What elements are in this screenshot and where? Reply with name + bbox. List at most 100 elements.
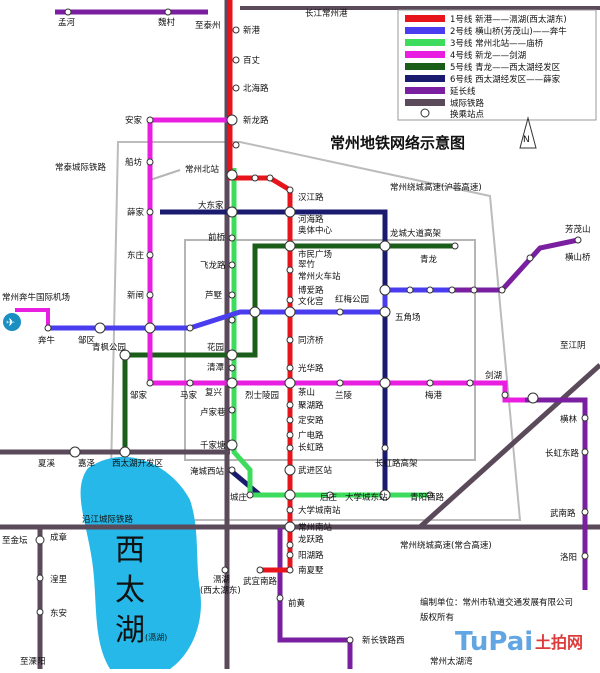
station-fangmaoshan: 芳茂山 xyxy=(565,224,591,235)
station-dingan: 定安路 xyxy=(298,415,324,426)
line1-path xyxy=(227,0,293,573)
station-luoyang: 洛阳 xyxy=(560,552,577,563)
station-fuxing: 复兴 xyxy=(205,387,223,398)
station-jianhu: 剑湖 xyxy=(485,370,502,381)
station-qingtan: 清潭 xyxy=(207,362,225,373)
hw-longcheng-label: 龙城大道高架 xyxy=(390,228,442,239)
station-maojia: 马家 xyxy=(180,390,198,401)
station-changhong-e: 长虹东路 xyxy=(545,448,580,459)
station-menghe: 孟河 xyxy=(58,17,76,28)
legend-line3: 3号线 常州北站——庙桥 xyxy=(450,38,544,49)
station-yancheng: 淹城西站 xyxy=(190,466,225,477)
station-xiaxi: 夏溪 xyxy=(38,458,56,469)
station-anjia: 安家 xyxy=(125,115,143,126)
station-zhangjiaxian: 邹家 xyxy=(130,390,148,401)
station-qianjiatang: 千家塘 xyxy=(200,440,226,451)
station-zhengqu: 邹区 xyxy=(78,335,96,346)
publisher-line2: 版权所有 xyxy=(420,612,454,623)
station-daxuecheng-nan: 大学城南站 xyxy=(298,505,341,516)
station-aotizhongxin: 奥体中心 xyxy=(298,225,333,236)
hw-yanjiang-label: 沿江城际铁路 xyxy=(82,514,134,525)
station-zhijiangyin: 至江阴 xyxy=(560,341,586,351)
station-gehu-sub: (西太湖东) xyxy=(200,585,241,596)
station-xingang: 新港 xyxy=(243,25,261,36)
station-cuizhu: 翠竹 xyxy=(298,259,316,270)
station-huangli: 湟里 xyxy=(50,574,68,585)
station-longyuelu: 龙跃路 xyxy=(298,534,324,545)
station-wujinqu2: 武进区站 xyxy=(298,465,333,476)
station-nanxiashu: 南夏墅 xyxy=(298,565,324,576)
svg-text:TuPai: TuPai xyxy=(455,627,533,657)
station-xinmin: 新闸 xyxy=(127,290,144,301)
station-xinlonglu: 新龙路 xyxy=(243,115,269,126)
station-guanghualu: 光华路 xyxy=(298,363,324,374)
station-lujiaxiang: 卢家巷 xyxy=(200,407,226,418)
station-gehu: 滆湖 xyxy=(213,575,230,585)
station-benniu: 奔牛 xyxy=(38,335,56,346)
port-label: 长江常州港 xyxy=(305,8,348,19)
station-bowulu: 博爱路 xyxy=(298,285,324,296)
station-guangdianlu: 广电路 xyxy=(298,430,324,441)
station-lanling: 兰陵 xyxy=(335,390,353,401)
line3-path xyxy=(231,168,430,498)
legend-line6: 6号线 西太湖经发区——薛家 xyxy=(450,74,561,85)
watermark-logo: TuPai 土拍网 xyxy=(455,627,583,657)
hw-north-label: 常州绕城高速(沪蓉高速) xyxy=(390,182,482,193)
station-xuejia: 薛家 xyxy=(127,207,145,218)
legend-line2: 2号线 横山桥(芳茂山)——奔牛 xyxy=(450,26,567,37)
station-hengshanqiao: 横山桥 xyxy=(565,252,591,263)
station-jiaze: 嘉泽 xyxy=(78,458,96,469)
station-dadongmen: 大东家 xyxy=(198,200,224,211)
station-xitaihu-jfq: 西太湖开发区 xyxy=(112,458,164,469)
station-yanghulu: 阳湖路 xyxy=(298,550,324,561)
hw-changhong-label: 长虹路高架 xyxy=(375,458,418,469)
legend-rail: 城际铁路 xyxy=(450,98,485,109)
station-qingfenggongyuan: 青枫公园 xyxy=(92,342,126,353)
publisher-line1: 编制单位：常州市轨道交通发展有限公司 xyxy=(420,597,573,608)
station-wuyan: 武南路 xyxy=(550,508,576,519)
airplane-icon: ✈ xyxy=(3,313,21,331)
map-title: 常州地铁网络示意图 xyxy=(330,134,465,152)
hw-south-label: 常州绕城高速(常合高速) xyxy=(400,540,492,551)
legend: 1号线 新港——滆湖(西太湖东) 2号线 横山桥(芳茂山)——奔牛 3号线 常州… xyxy=(397,9,597,121)
grey-roads xyxy=(108,141,522,521)
station-chengzhang: 成章 xyxy=(50,532,68,543)
station-qianhuang: 前黄 xyxy=(288,598,306,609)
station-feilong: 飞龙路 xyxy=(200,260,226,271)
station-zhiliyang: 至溧阳 xyxy=(20,656,46,667)
station-wujinshi: 武宜南路 xyxy=(243,576,278,587)
station-qinglong: 青龙 xyxy=(420,254,438,265)
north-label: N xyxy=(523,135,530,145)
lake-shape xyxy=(80,456,201,669)
station-tongjiqiao: 同济桥 xyxy=(298,335,324,346)
lake-label-1: 西 xyxy=(115,533,145,568)
lake-sublabel: (滆湖) xyxy=(145,633,167,642)
station-weicun: 魏村 xyxy=(158,17,176,28)
legend-line4: 4号线 新龙——剑湖 xyxy=(450,50,526,61)
legend-transfer: 换乘站点 xyxy=(450,109,485,120)
station-daxuecheng-dong: 大学城东站 xyxy=(345,492,388,503)
legend-line1: 1号线 新港——滆湖(西太湖东) xyxy=(450,14,567,25)
station-qianqiao: 前桥 xyxy=(208,232,226,243)
station-meigang: 梅港 xyxy=(425,390,443,401)
north-arrow: N xyxy=(519,116,537,149)
lake-label-2: 太 xyxy=(115,573,145,608)
station-beihailu: 北海路 xyxy=(243,83,269,94)
station-qingyangxilu: 青阳西路 xyxy=(410,492,445,503)
station-markers xyxy=(35,8,589,644)
station-chuanyang: 船坊 xyxy=(125,157,143,168)
line4-path xyxy=(147,117,525,403)
station-changhonglu: 长虹路 xyxy=(298,442,324,453)
station-chenglong: 城庄 xyxy=(230,492,248,503)
station-hehailu: 河海路 xyxy=(298,214,324,225)
station-houzhuang: 后庄 xyxy=(320,492,338,503)
lake-label-3: 湖 xyxy=(115,613,145,648)
station-baizhang: 百丈 xyxy=(243,55,261,66)
station-huayuan: 花园 xyxy=(207,342,224,353)
station-luzhuang: 芦墅 xyxy=(205,290,223,301)
legend-extension: 延长线 xyxy=(450,86,476,97)
station-changzhouben: 常州奔牛国际机场 xyxy=(2,292,70,303)
station-henglin: 横林 xyxy=(560,414,578,425)
station-dongan: 东安 xyxy=(50,608,67,619)
